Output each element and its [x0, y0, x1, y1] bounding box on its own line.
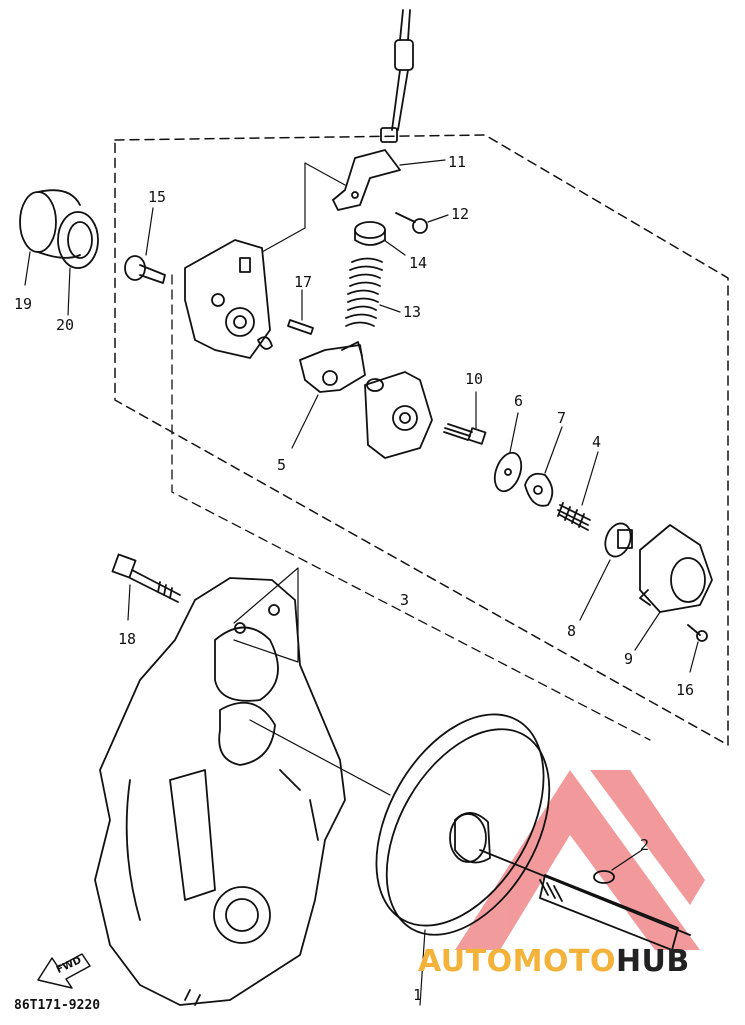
callout-20: 20: [56, 316, 75, 334]
pin-part-17-icon: [287, 289, 314, 335]
engine-case-icon: [94, 567, 346, 1006]
callout-4: 4: [592, 433, 602, 451]
screw-part-12-icon: [395, 212, 449, 234]
valve-housing-icon: [184, 162, 346, 359]
callout-7: 7: [557, 409, 567, 427]
watermark-text: AUTOMOTOHUB: [418, 944, 690, 979]
callout-5: 5: [277, 456, 287, 474]
callout-8: 8: [567, 622, 577, 640]
callout-12: 12: [451, 205, 470, 223]
guide-line-case: [249, 719, 391, 796]
grommet-part-19-icon: [19, 189, 81, 286]
callout-17: 17: [294, 273, 313, 291]
bolt-part-10-icon: [443, 391, 487, 445]
diagram-code: 86T171-9220: [14, 998, 101, 1013]
callout-13: 13: [403, 303, 422, 321]
callout-2: 2: [640, 836, 650, 854]
plug-part-15-icon: [124, 207, 166, 284]
callout-1: 1: [413, 986, 423, 1004]
spring-part-4-icon: [557, 451, 599, 531]
assembly-boundary-3: [114, 134, 729, 746]
callout-18: 18: [118, 630, 137, 648]
throttle-cable-icon: [380, 9, 414, 143]
callout-6: 6: [514, 392, 524, 410]
callout-9: 9: [624, 650, 634, 668]
fwd-direction-arrow-icon: [37, 953, 91, 989]
callout-15: 15: [148, 188, 167, 206]
callout-14: 14: [409, 254, 428, 272]
guide-line-inner: [171, 274, 651, 741]
spring-part-13-icon: [345, 257, 401, 327]
callout-11: 11: [448, 153, 467, 171]
bolt-part-18-icon: [111, 553, 181, 621]
callout-16: 16: [676, 681, 695, 699]
cover-part-9-icon: [634, 524, 713, 651]
screw-part-16-icon: [687, 624, 708, 673]
callout-19: 19: [14, 295, 33, 313]
callout-10: 10: [465, 370, 484, 388]
washer-part-6-icon: [493, 412, 523, 493]
shaft-part-5-icon: [291, 341, 366, 449]
shaft-part-2-icon: [479, 849, 691, 951]
piston-part-8-icon: [579, 522, 633, 621]
cap-part-20-icon: [57, 211, 99, 316]
impeller-part-1-icon: [375, 713, 551, 1006]
cap-part-14-icon: [354, 221, 406, 256]
callout-3: 3: [400, 591, 410, 609]
valve-body-icon: [364, 371, 433, 459]
clip-part-7-icon: [524, 426, 563, 507]
watermark-logo-icon: [455, 770, 705, 950]
lever-part-11-icon: [332, 149, 446, 211]
